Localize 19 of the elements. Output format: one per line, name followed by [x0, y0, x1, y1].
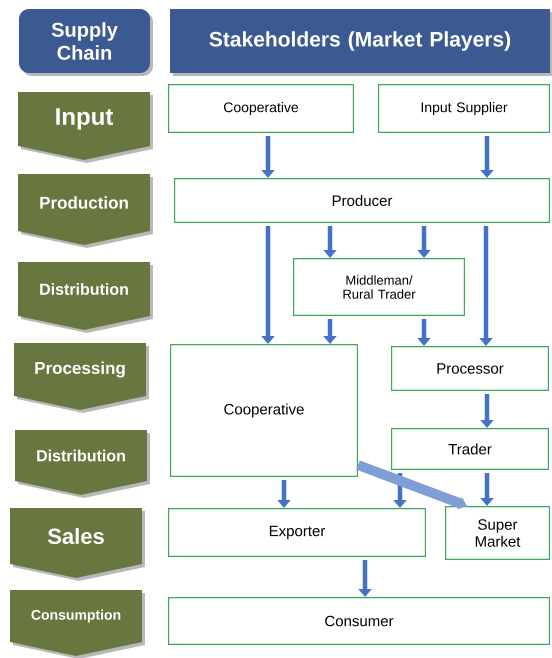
header-bar: Stakeholders (Market Players) [170, 9, 552, 76]
stakeholder-box: Processor [391, 346, 549, 391]
stakeholder-box: Super Market [445, 506, 550, 560]
title-box: Supply Chain [19, 9, 153, 76]
stage-tag: Distribution [15, 430, 150, 498]
stakeholder-box: Producer [174, 178, 550, 223]
stakeholder-box: Input Supplier [378, 84, 550, 133]
stage-tag: Consumption [10, 590, 145, 658]
stage-tag: Sales [10, 508, 145, 581]
stakeholder-box: Cooperative [168, 84, 354, 133]
stakeholder-box: Middleman/ Rural Trader [293, 258, 465, 316]
stage-tag: Distribution [18, 262, 153, 333]
stakeholder-box: Cooperative [170, 344, 358, 477]
stage-tag: Processing [14, 343, 149, 413]
stakeholder-box: Consumer [168, 597, 550, 645]
stakeholder-box: Trader [391, 428, 549, 470]
stage-tag: Production [18, 174, 153, 248]
stakeholder-box: Exporter [168, 508, 426, 557]
stage-tag: Input [18, 92, 153, 163]
